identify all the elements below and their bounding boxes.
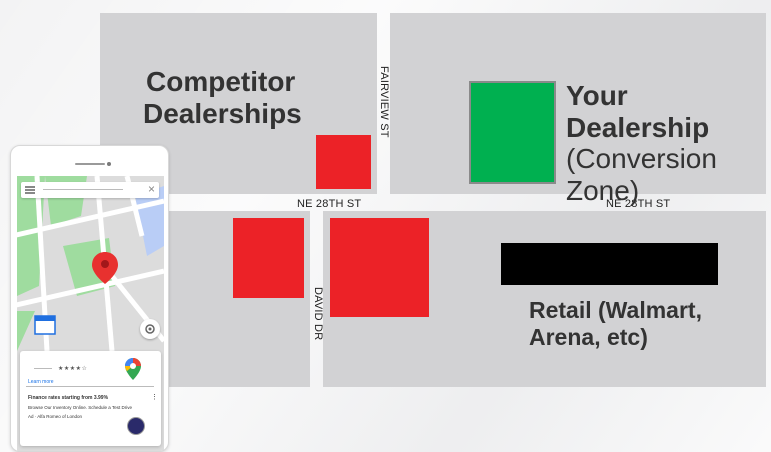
retail-label: Retail (Walmart, Arena, etc) (529, 297, 702, 351)
retail-label-line2: Arena, etc) (529, 324, 648, 351)
learn-more-link[interactable]: Learn more (28, 379, 54, 385)
map-pin-icon (92, 252, 118, 284)
competitor-label-line2: Dealerships (143, 98, 302, 130)
competitor-dealership-box (316, 135, 371, 189)
phone-map-screen: × ★★★★☆ Learn more Finance rates startin… (17, 176, 164, 451)
competitor-label: Competitor Dealerships (143, 66, 302, 130)
store-icon (34, 315, 56, 335)
rating-stars: ★★★★☆ (58, 366, 88, 372)
street-label-fairview: FAIRVIEW ST (378, 66, 390, 138)
google-maps-icon (125, 358, 141, 380)
map-block-top-right (390, 13, 766, 194)
street-label-david: DAVID DR (312, 287, 324, 341)
ad-headline[interactable]: Finance rates starting from 3.99% (28, 395, 109, 401)
search-bar-line (43, 189, 123, 190)
competitor-label-line1: Competitor (146, 66, 296, 97)
ad-advertiser: Ad · Alfa Romeo of London (28, 414, 83, 419)
dealer-logo-icon (127, 417, 145, 435)
ad-description: Browse Our Inventory Online. Schedule a … (28, 405, 132, 410)
your-dealership-label-line1: Your (566, 80, 628, 111)
phone-mockup: × ★★★★☆ Learn more Finance rates startin… (10, 145, 169, 452)
competitor-dealership-box (330, 218, 429, 317)
menu-icon[interactable] (25, 186, 35, 194)
phone-speaker (75, 163, 105, 165)
retail-label-line1: Retail (Walmart, (529, 297, 702, 323)
your-dealership-label: Your Dealership (Conversion Zone) (566, 80, 717, 207)
your-dealership-box (469, 81, 556, 184)
conversion-zone-label-line1: (Conversion (566, 143, 717, 175)
street-label-ne28-right: NE 28TH ST (606, 198, 671, 210)
card-divider (26, 386, 154, 387)
card-line (34, 368, 52, 369)
my-location-icon[interactable] (140, 319, 160, 339)
close-icon[interactable]: × (147, 182, 155, 196)
competitor-dealership-box (233, 218, 304, 298)
more-vert-icon[interactable]: ⋮ (151, 394, 158, 401)
ad-card[interactable]: ★★★★☆ Learn more Finance rates starting … (20, 351, 161, 446)
phone-camera (107, 162, 111, 166)
phone-search-bar[interactable]: × (21, 182, 159, 198)
conversion-zone-label-line2: Zone) (566, 174, 640, 206)
retail-redaction-bar (501, 243, 718, 285)
your-dealership-label-line2: Dealership (566, 111, 710, 143)
street-label-ne28-left: NE 28TH ST (297, 198, 362, 210)
